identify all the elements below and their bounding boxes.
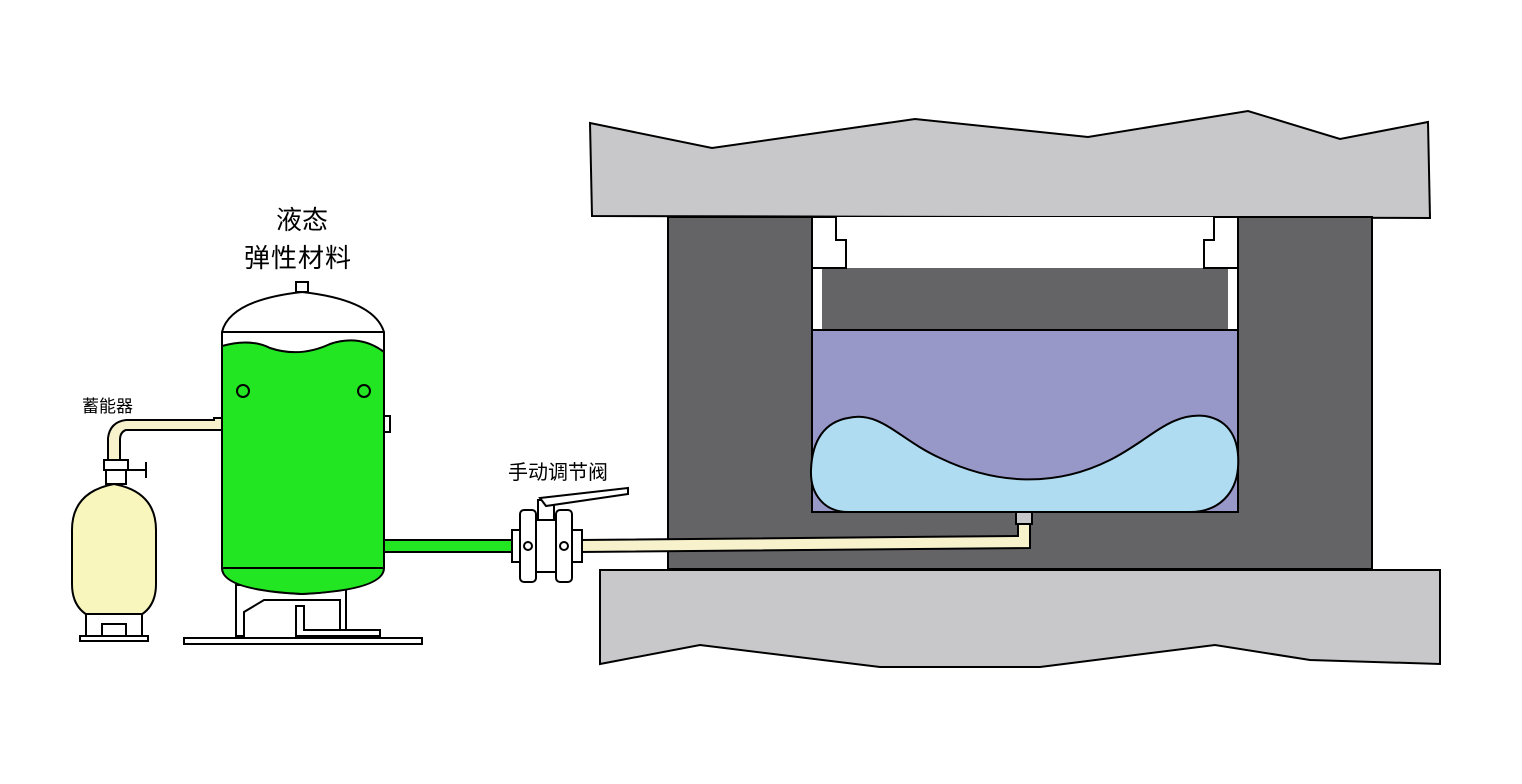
tank-porthole-right [357,384,371,398]
accumulator [71,482,157,624]
tank-porthole-left [236,384,250,398]
valve-handle[interactable] [538,486,629,508]
tank-side-fitting [383,415,391,433]
cavity-chamber [822,268,1228,330]
manual-valve[interactable] [511,486,629,583]
accumulator-pipe [107,417,223,463]
accumulator-label: 蓄能器 [82,397,133,417]
workpiece-cavity [809,414,1240,513]
drain-pipe [295,605,381,637]
tank-stand [235,584,347,637]
tank-label-line1: 液态 [276,206,329,236]
tank-label-line2: 弹性材料 [244,244,353,274]
accumulator-valve[interactable] [103,459,147,485]
elastomer-level [221,339,385,596]
accumulator-feet [85,613,143,637]
tank-base-plate [183,637,423,645]
tank-vent [295,281,309,293]
upper-platen [588,109,1432,220]
valve-label: 手动调节阀 [508,460,608,484]
accumulator-base [79,635,149,642]
cavity-fitting [1015,511,1033,525]
lower-platen [599,569,1441,668]
green-pipe [383,539,515,553]
